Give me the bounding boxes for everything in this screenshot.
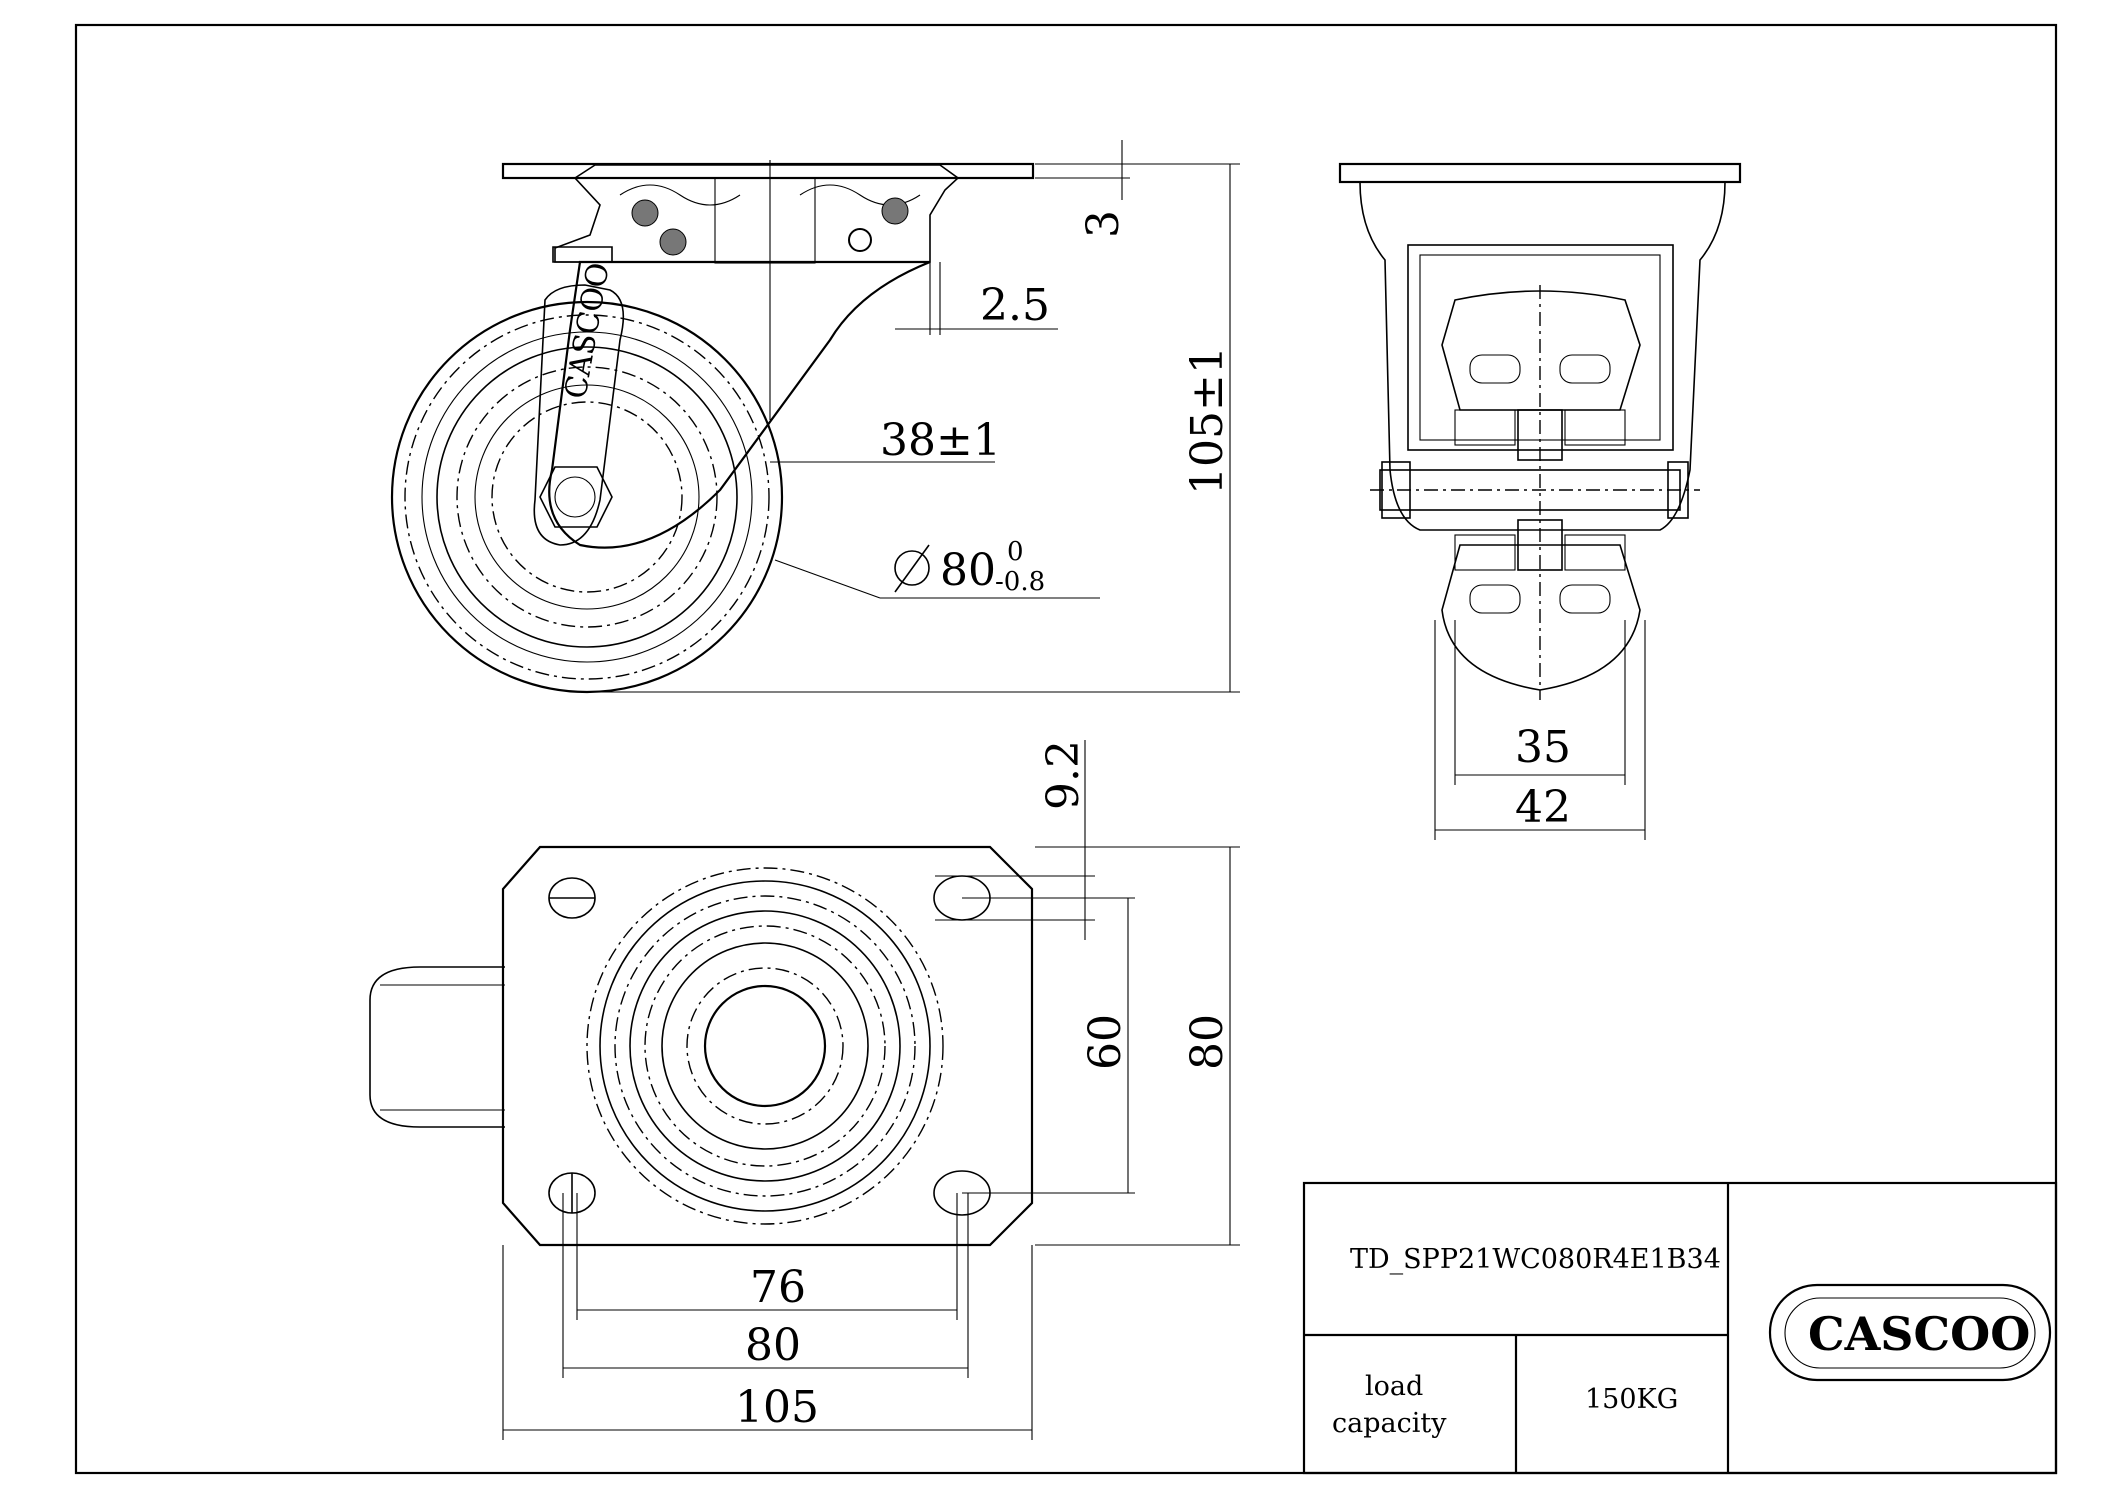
top-view: 9.2 60 80 76 80 105 [369,740,1240,1440]
bearing-ball-right [881,197,909,225]
wheel-rim-dash [456,366,718,628]
bearing-ball-left [631,199,659,227]
load-capacity-label-2: capacity [1332,1408,1447,1439]
dim-9-2-label: 9.2 [1038,740,1089,810]
kingpin-housing [554,164,960,263]
dim-3-label: 3 [1078,210,1129,238]
wheel-section-bottom [1441,544,1641,691]
title-block-frame [1302,1181,2058,1475]
wheel-hub [474,384,700,610]
logo-badge [1768,1283,2052,1382]
dim-dia-leader [774,559,881,599]
kingpin-ring [661,942,869,1150]
raceway-outer-2 [599,880,931,1212]
fork-front-outline [1359,181,1726,531]
dim-60-label: 60 [1080,1014,1131,1070]
dim-105x-label: 105 [735,1382,819,1433]
diameter-symbol-slash [894,544,930,593]
wheel-rim [436,346,738,648]
dim-dia-label: 80 [940,545,996,596]
dim-80x-label: 80 [745,1320,801,1371]
bearing-seat-top-r [1564,409,1626,446]
drawing-number: TD_SPP21WC080R4E1B34 [1350,1244,1721,1275]
kingpin-hatched [714,177,816,264]
diameter-symbol-icon [894,550,930,586]
wheel-section-top [1441,290,1641,411]
wheel-hub-dash [491,401,683,593]
drawing-frame [74,23,2058,1475]
bearing-seat-bottom-r [1564,534,1626,571]
side-view: CASCOO 3 2.5 38±1 80 0 -0.8 105±1 [390,140,1240,694]
dim-dia-tol-lower: -0.8 [995,567,1045,597]
brake-pedal-top [369,966,505,1128]
dim-42-label: 42 [1515,782,1571,833]
wheel-tread-dash [404,314,770,680]
raceway-inner [629,910,901,1182]
dim-76-label: 76 [750,1262,806,1313]
dim-2-5-label: 2.5 [980,280,1050,331]
wheel-tread-inner [421,331,753,663]
front-view: 35 42 [1338,162,1742,840]
axle-nut [539,466,613,528]
fork-logo-text: CASCOO [558,260,616,401]
load-capacity-label-1: load [1365,1371,1423,1402]
kingpin-bore [703,984,827,1108]
wheel-hub-bottom-slot-l [1469,584,1521,614]
wheel-hub-bottom-slot-r [1559,584,1611,614]
wheel-hub-top-slot-l [1469,354,1521,384]
top-plate-outline [501,845,1034,1247]
title-block: TD_SPP21WC080R4E1B34 load capacity 150KG… [1302,1181,2058,1475]
bearing-ball-left-2 [659,228,687,256]
raceway-mid [614,895,916,1197]
raceway-inner-dash [644,925,886,1167]
bearing-seat-top-l [1454,409,1516,446]
kingpin-cap-left [619,184,741,206]
fork-leg [548,260,931,549]
bearing-ball-right-2 [848,228,872,252]
wheel-hub-top-slot-r [1559,354,1611,384]
top-plate-front [1338,162,1742,184]
dim-38-label: 38±1 [880,415,1001,466]
dim-35-label: 35 [1515,722,1571,773]
logo-text: CASCOO [1808,1307,2030,1361]
brake-lever [552,246,613,263]
fork-front-plate [533,284,625,546]
axle-nut-inner [554,476,596,518]
raceway-outer [586,867,944,1225]
top-plate-side [501,162,1035,180]
load-capacity-value: 150KG [1585,1384,1678,1415]
dim-105-label: 105±1 [1182,346,1233,495]
dim-dia-tol-upper: 0 [1007,537,1024,567]
kingpin-ring-dash [686,967,844,1125]
dim-80-label: 80 [1182,1014,1233,1070]
bearing-seat-bottom-l [1454,534,1516,571]
logo-badge-inner [1784,1297,2036,1369]
